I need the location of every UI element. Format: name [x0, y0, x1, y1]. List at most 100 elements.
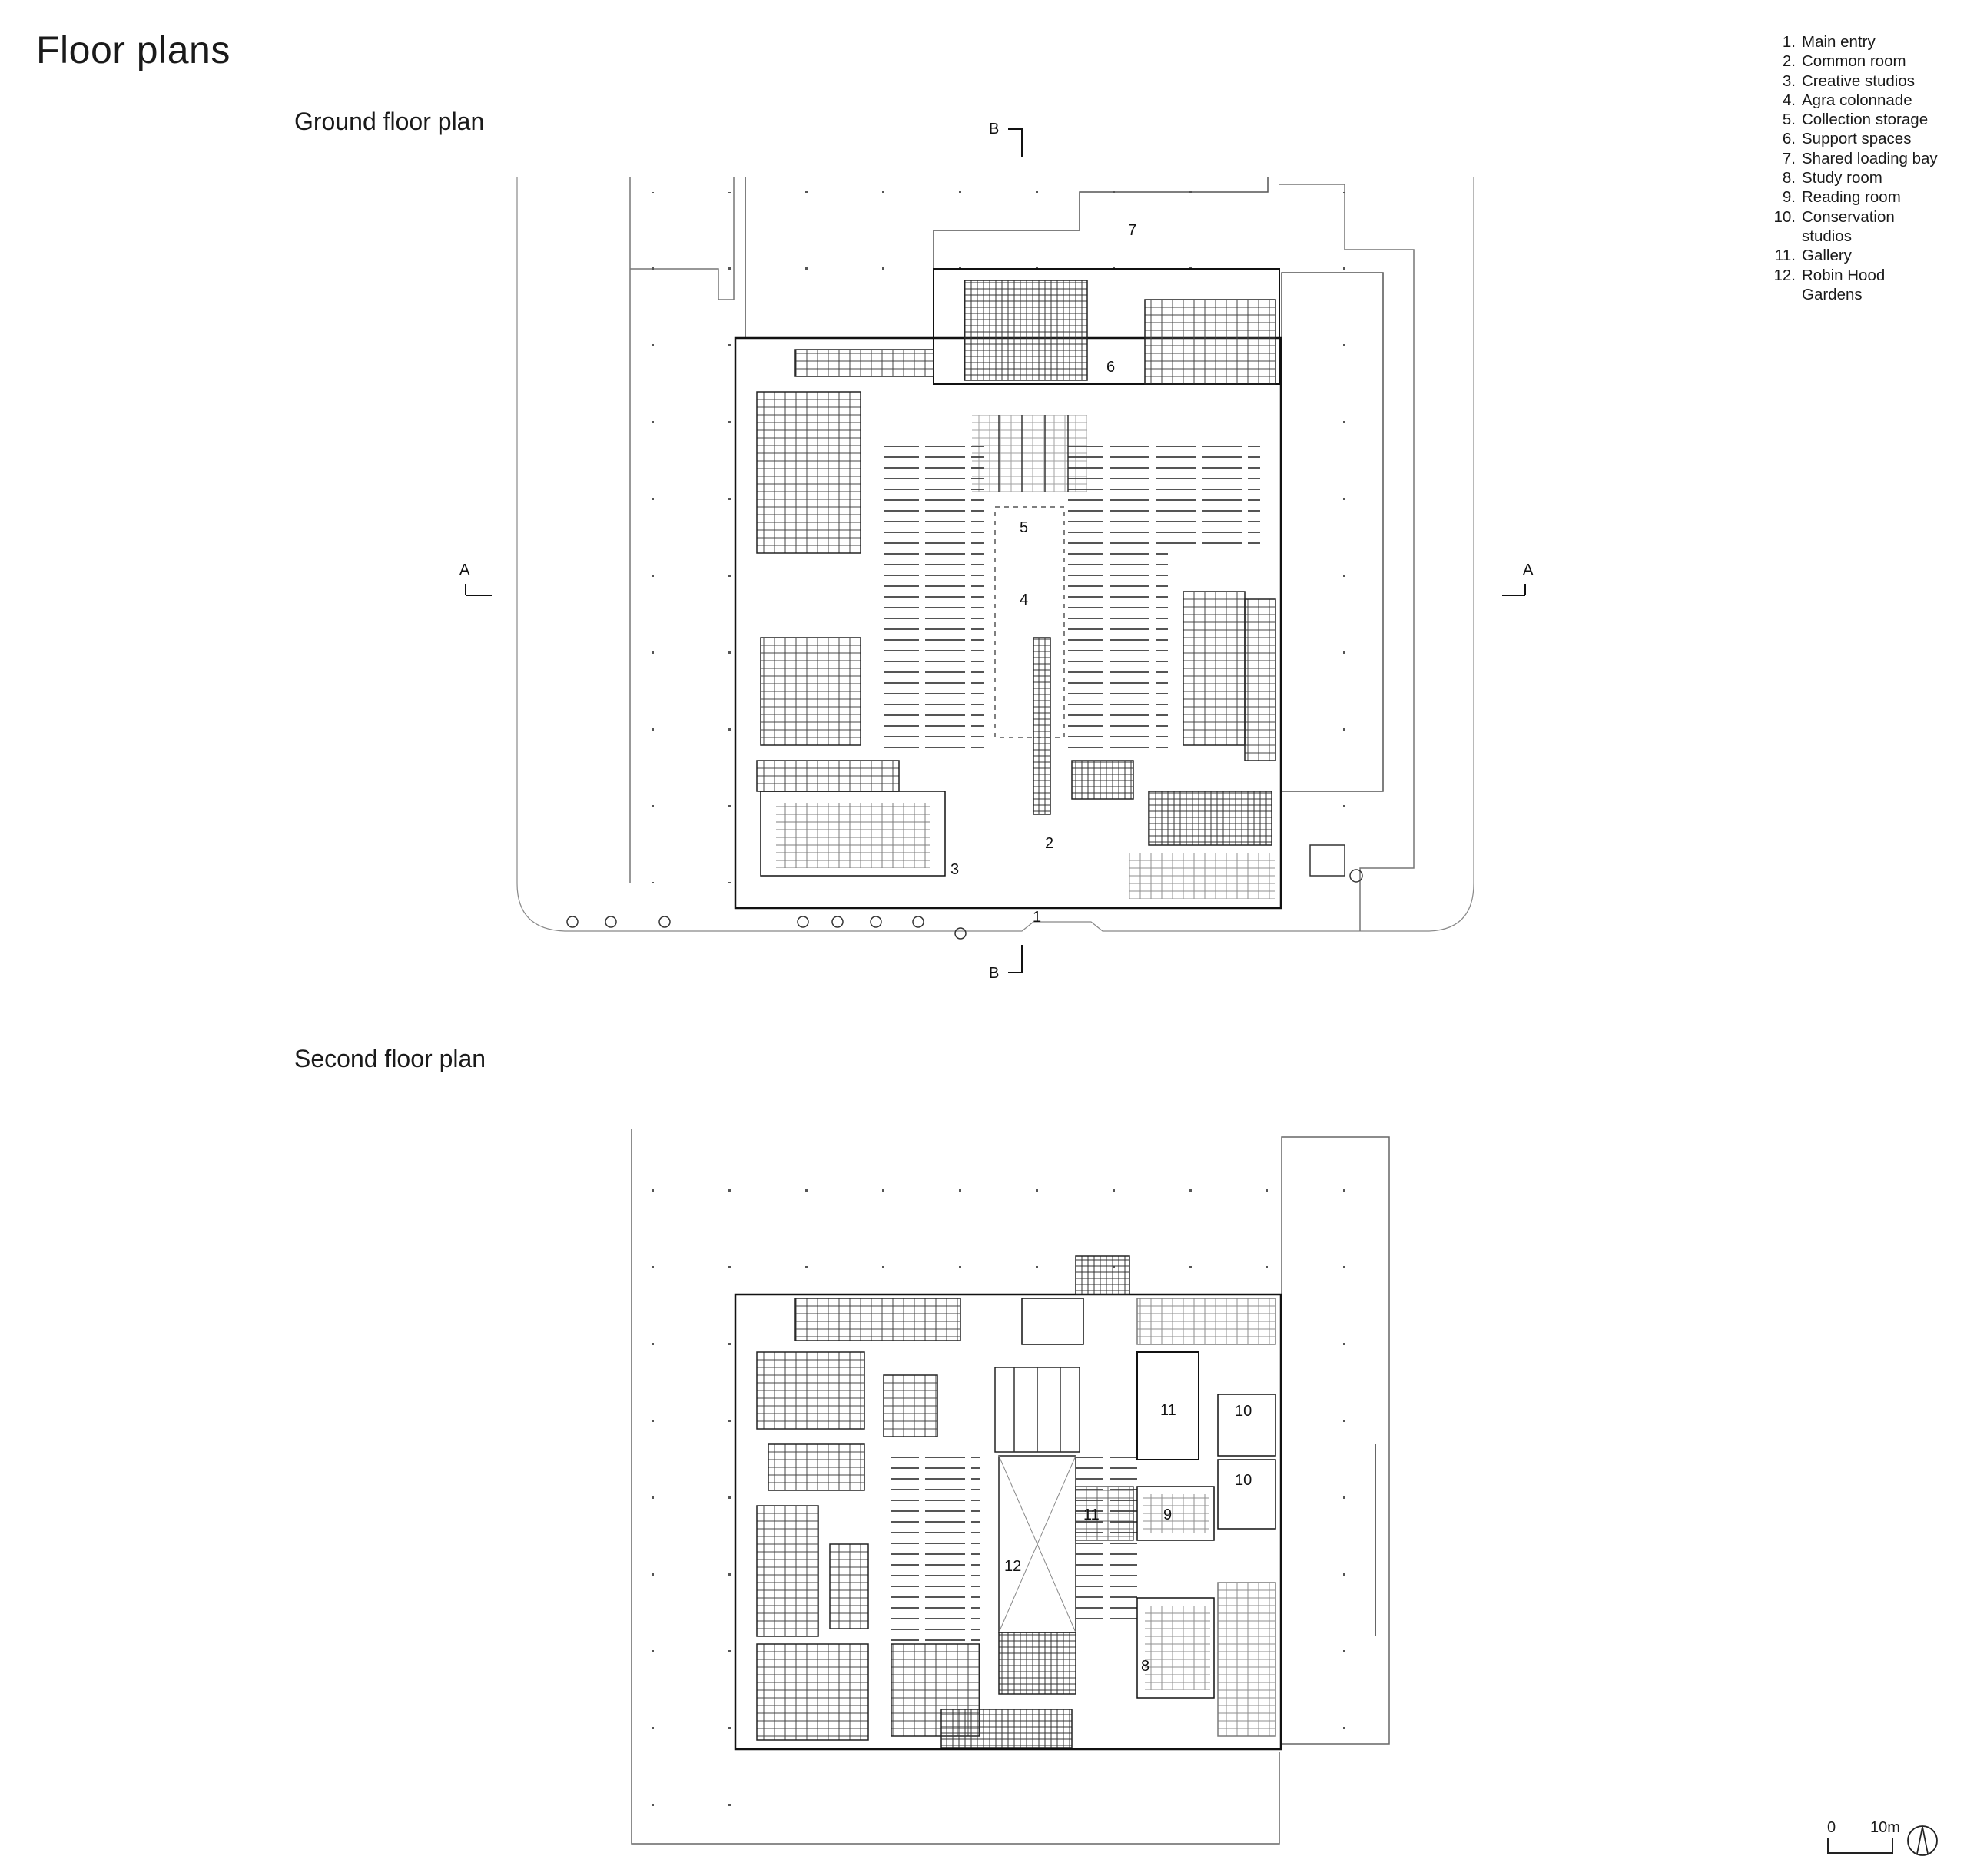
section-mark-a-right — [1502, 584, 1526, 596]
sf-rooms-right — [1217, 1582, 1276, 1737]
sf-main-building — [734, 1293, 1282, 1751]
legend-number: 6. — [1782, 130, 1796, 148]
shelving-centre-left — [884, 446, 984, 753]
room-label-11-gallery: 11 — [1160, 1402, 1176, 1419]
sf-storage-top — [794, 1298, 961, 1341]
sf-storage-left-1 — [756, 1351, 865, 1430]
sf-neighbour-right-grid — [1287, 1145, 1383, 1736]
room-label-6: 6 — [1106, 359, 1115, 376]
room-label-7: 7 — [1128, 222, 1136, 239]
storage-racks-top — [794, 349, 934, 377]
cores-right — [1148, 791, 1272, 846]
shelving-centre-right — [1068, 446, 1168, 753]
sf-top-room — [1021, 1298, 1084, 1345]
legend-label: Creative studios — [1802, 71, 1915, 90]
legend-item: 10. Conservation studios — [1767, 207, 1959, 247]
neighbour-right-grid — [1291, 192, 1406, 868]
study-room-furniture — [1145, 1606, 1210, 1690]
section-mark-b-bottom — [1008, 945, 1023, 973]
cores-left — [1071, 760, 1134, 800]
studio-desks — [776, 803, 930, 868]
sf-storage-left-2 — [768, 1443, 865, 1491]
legend-item: 5.Collection storage — [1767, 110, 1959, 129]
legend-number: 4. — [1782, 91, 1796, 109]
stair-central — [1033, 637, 1051, 815]
neighbour-left-grid — [630, 192, 738, 883]
legend-label: Gallery — [1802, 247, 1852, 265]
scale-bar: 0 10m — [1827, 1819, 1958, 1862]
legend-item: 3. Creative studios — [1767, 71, 1959, 91]
room-label-5: 5 — [1020, 519, 1028, 536]
legend-label: Shared loading bay — [1802, 149, 1938, 167]
legend-item: 9.Reading room — [1767, 187, 1959, 207]
sf-top-right-rooms — [1136, 1298, 1276, 1345]
legend-label: Support spaces — [1802, 130, 1912, 148]
sf-stair-bottom — [998, 1632, 1076, 1695]
legend-item: 6. Support spaces — [1767, 129, 1959, 148]
legend-item: 7.Shared loading bay — [1767, 149, 1959, 168]
scale-end-label: 10m — [1870, 1819, 1900, 1836]
second-floor-plan — [631, 1129, 1390, 1845]
legend-label: Robin Hood Gardens — [1802, 266, 1886, 303]
ground-floor-plan — [465, 128, 1526, 973]
room-label-8: 8 — [1141, 1658, 1149, 1675]
gallery-small — [1075, 1486, 1134, 1541]
legend-number: 1. — [1782, 33, 1796, 51]
shelving-centre-far — [1168, 446, 1260, 545]
support-rooms — [1144, 299, 1276, 385]
legend-label: Conservation studios — [1802, 207, 1895, 245]
legend-label: Agra colonnade — [1802, 91, 1912, 109]
section-label-a-left: A — [459, 562, 470, 578]
sf-storage-left-3 — [756, 1505, 819, 1637]
sf-storage-left-5 — [756, 1643, 869, 1741]
legend-item: 1.Main entry — [1767, 32, 1959, 51]
legend-number: 2. — [1782, 52, 1796, 71]
sf-shelves-left — [891, 1452, 980, 1644]
support-core — [964, 280, 1088, 381]
storage-racks-left-1 — [756, 391, 861, 554]
common-room-furniture — [1129, 853, 1275, 899]
legend-number: 8. — [1782, 169, 1796, 187]
storage-racks-left-2 — [760, 637, 861, 746]
storage-racks-right-2 — [1244, 598, 1276, 761]
room-label-1: 1 — [1033, 909, 1041, 926]
conservation-studio-1 — [1217, 1394, 1276, 1457]
legend-item: 8.Study room — [1767, 168, 1959, 187]
legend: 1.Main entry 2. Common room 3. Creative st… — [1767, 32, 1959, 304]
legend-number: 10. — [1773, 207, 1796, 226]
ground-floor-labels: A A B B 7 6 5 4 2 3 1 — [459, 121, 1534, 982]
sf-site-outline — [631, 1129, 1280, 1845]
section-mark-a-left — [465, 584, 492, 596]
legend-item: 11. Gallery — [1767, 246, 1959, 265]
storage-racks-right-1 — [1183, 591, 1246, 746]
conservation-studio-2 — [1217, 1459, 1276, 1530]
room-label-11-small: 11 — [1083, 1506, 1100, 1523]
colonnade-zone — [994, 506, 1065, 738]
reading-room-furniture — [1143, 1494, 1209, 1533]
study-room — [1136, 1597, 1215, 1699]
storage-racks-left-3 — [756, 760, 900, 792]
sf-roof-grid — [738, 1129, 1268, 1283]
legend-number: 12. — [1773, 266, 1796, 284]
legend-label: Collection storage — [1802, 111, 1929, 129]
room-label-2: 2 — [1045, 835, 1053, 852]
legend-label: Common room — [1802, 52, 1906, 71]
section-label-b-bottom: B — [989, 965, 999, 982]
sf-neighbour-grid-left — [634, 1137, 734, 1813]
section-label-a-right: A — [1523, 562, 1534, 578]
reading-room — [1136, 1486, 1215, 1541]
legend-number: 3. — [1782, 71, 1796, 90]
support-block — [933, 268, 1280, 385]
gallery-room — [1136, 1351, 1199, 1460]
sf-core-top — [1075, 1255, 1130, 1295]
sf-storage-mid — [883, 1374, 938, 1437]
second-floor-title: Second floor plan — [294, 1045, 486, 1072]
legend-number: 11. — [1775, 247, 1796, 265]
north-arrow-icon — [1907, 1825, 1938, 1856]
page-title: Floor plans — [36, 28, 231, 71]
room-label-4: 4 — [1020, 592, 1028, 608]
legend-item: 2. Common room — [1767, 51, 1959, 71]
legend-item: 12. Robin Hood Gardens — [1767, 266, 1959, 305]
room-label-10-upper: 10 — [1235, 1403, 1252, 1420]
